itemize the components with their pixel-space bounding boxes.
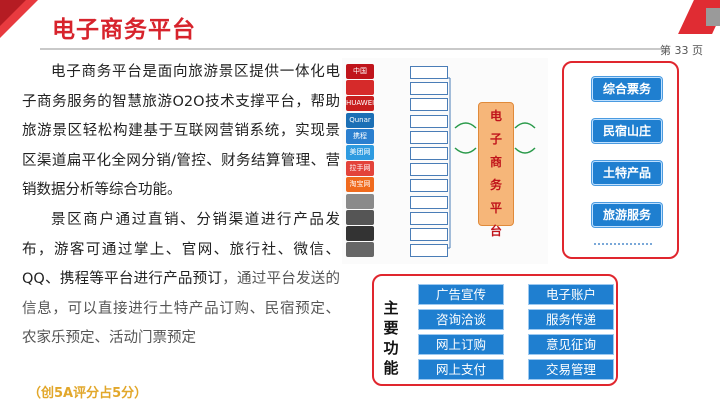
platform-char: 商	[489, 155, 502, 169]
function-advertising[interactable]: 广告宣传	[418, 284, 504, 305]
channel-logo	[346, 209, 374, 225]
channel-box	[410, 228, 448, 241]
ecommerce-platform-box: 电 子 商 务 平 台	[478, 102, 514, 238]
channel-logo	[346, 80, 374, 96]
channel-logo: 美团网	[346, 145, 374, 160]
function-e-account[interactable]: 电子账户	[528, 284, 614, 305]
channel-logo: 中国	[346, 64, 374, 79]
channel-logo: 拉手网	[346, 161, 374, 177]
channel-box	[410, 211, 448, 225]
description-text: 电子商务平台是面向旅游景区提供一体化电子商务服务的智慧旅游O2O技术支撑平台，帮…	[22, 58, 340, 354]
functions-label-char: 功	[383, 339, 399, 357]
product-item-travel-service[interactable]: 旅游服务	[592, 203, 662, 227]
function-online-order[interactable]: 网上订购	[418, 334, 504, 355]
platform-char: 务	[489, 178, 502, 192]
page-title: 电子商务平台	[52, 17, 196, 43]
functions-label-char: 能	[383, 359, 399, 377]
score-footnote: （创5A评分占5分）	[28, 386, 148, 401]
platform-char: 子	[489, 132, 502, 146]
channel-logo	[346, 226, 374, 241]
channel-box	[410, 66, 448, 79]
channel-box	[410, 147, 448, 160]
function-feedback[interactable]: 意见征询	[528, 334, 614, 355]
channel-box	[410, 195, 448, 209]
channel-logo	[346, 193, 374, 209]
product-item-specialty[interactable]: 土特产品	[592, 161, 662, 185]
functions-label-char: 主	[383, 299, 399, 317]
channel-box	[410, 98, 448, 112]
product-panel: 综合票务 民宿山庄 土特产品 旅游服务	[562, 61, 679, 259]
product-item-homestay[interactable]: 民宿山庄	[592, 119, 662, 143]
title-divider	[40, 48, 662, 50]
function-online-payment[interactable]: 网上支付	[418, 359, 504, 380]
diagram-connectors	[446, 77, 536, 249]
corner-decoration-right-gray	[706, 8, 720, 26]
paragraph-1: 电子商务平台是面向旅游景区提供一体化电子商务服务的智慧旅游O2O技术支撑平台，帮…	[22, 64, 340, 199]
channel-box	[410, 244, 448, 258]
channel-logo	[346, 242, 374, 258]
channel-box	[410, 82, 448, 96]
paragraph-2: 景区商户通过直销、分销渠道进行产品发布，游客可通过掌上、官网、旅行社、微信、QQ…	[22, 206, 340, 354]
channel-logo: Qunar	[346, 112, 374, 128]
platform-char: 电	[489, 109, 502, 123]
channel-logo: 携程	[346, 128, 374, 144]
channel-box	[410, 179, 448, 193]
channel-logo: HUAWEI	[346, 96, 374, 112]
functions-panel: 主 要 功 能 广告宣传 咨询洽谈 网上订购 网上支付 电子账户 服务传递 意见…	[372, 274, 618, 386]
product-item-tickets[interactable]: 综合票务	[592, 77, 662, 101]
panel-dots	[594, 243, 652, 245]
functions-label: 主 要 功 能	[382, 298, 400, 378]
paragraph-2-main: 景区商户通过直销、分销渠道进行产品发布，游客可通过掌上、官网、旅行社、微信、QQ…	[22, 211, 340, 288]
corner-decoration-left-dark	[0, 0, 26, 26]
page-number: 第 33 页	[660, 44, 703, 57]
platform-char: 平	[489, 201, 502, 215]
channel-box	[410, 114, 448, 128]
channel-box	[410, 163, 448, 177]
function-service-delivery[interactable]: 服务传递	[528, 309, 614, 330]
channel-box	[410, 130, 448, 144]
paragraph-2-tail: ，通过平台发送的信息，可以直接进行土特产品订购、民宿预定、农家乐预定、活动门票预…	[22, 271, 340, 347]
platform-char: 台	[489, 224, 502, 238]
function-transaction-mgmt[interactable]: 交易管理	[528, 359, 614, 380]
functions-label-char: 要	[383, 319, 399, 337]
channel-logo: 淘宝网	[346, 177, 374, 193]
function-consultation[interactable]: 咨询洽谈	[418, 309, 504, 330]
